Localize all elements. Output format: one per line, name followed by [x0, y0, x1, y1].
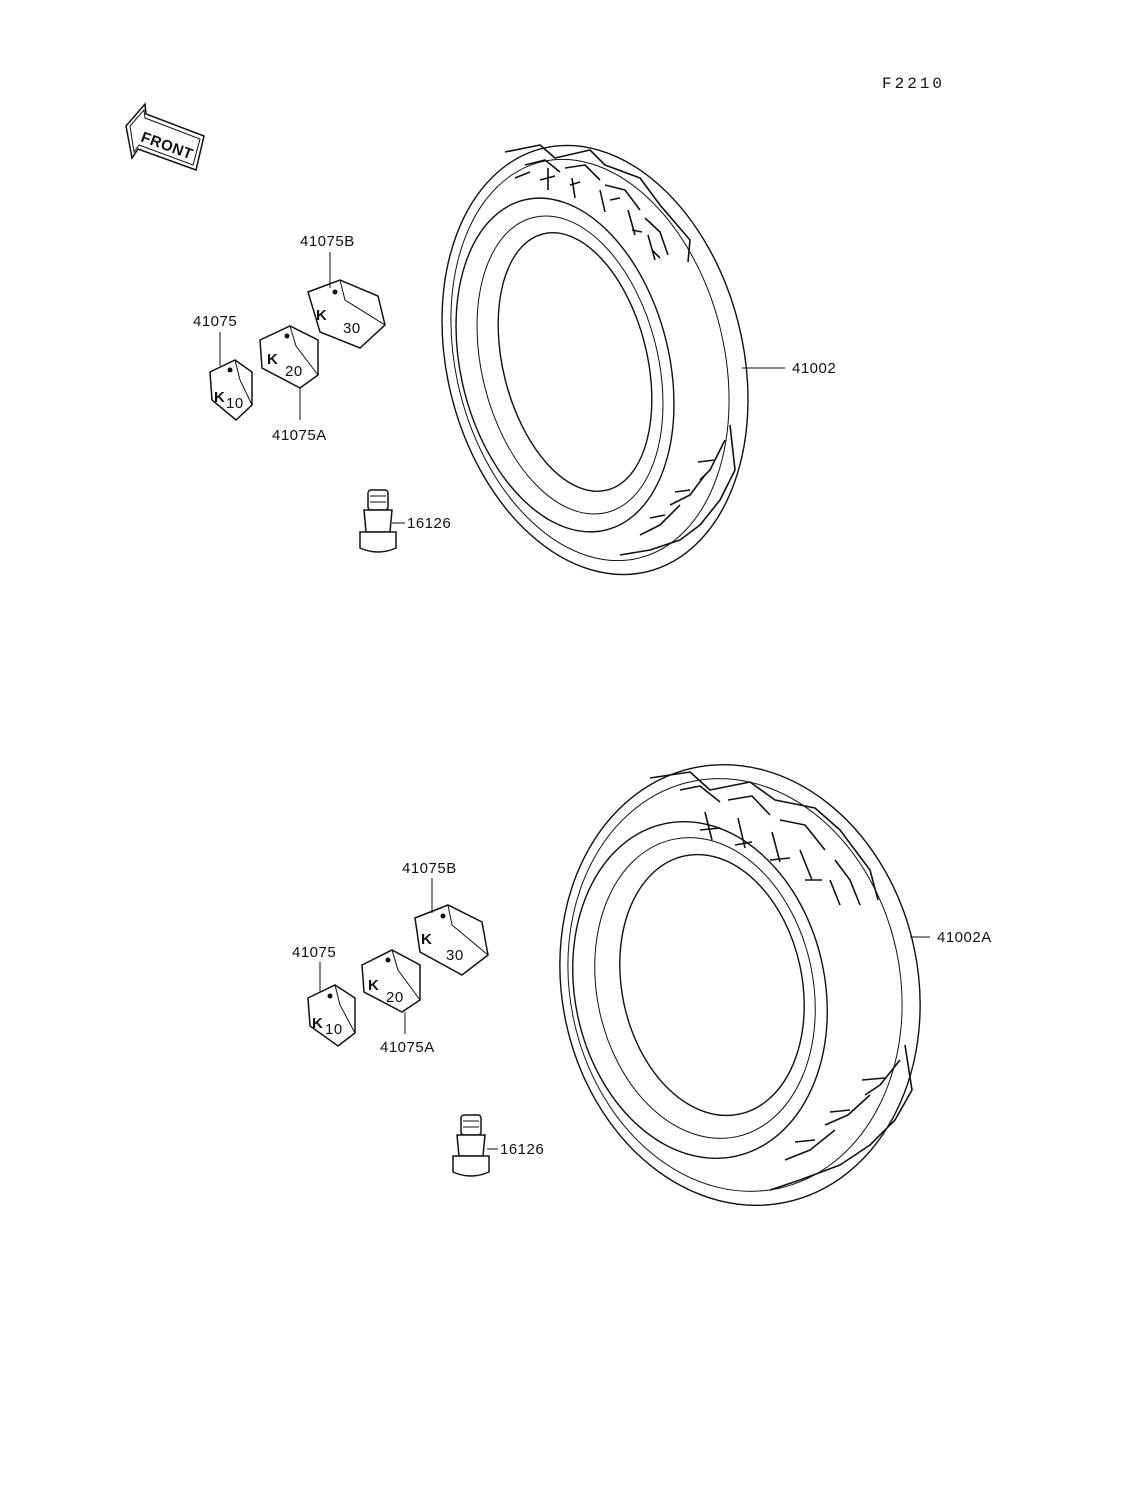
rear-weight-b-mark-letter: K — [421, 931, 432, 948]
front-weight-mark-letter: K — [214, 389, 225, 406]
front-tire — [441, 144, 749, 576]
front-weight-b-part: 41075B — [300, 233, 355, 250]
front-weight-b-mark-value: 30 — [343, 320, 361, 337]
front-weight-b-mark-letter: K — [316, 307, 327, 324]
rear-valve — [452, 1114, 490, 1177]
front-weight-a: K 20 — [259, 325, 319, 389]
rear-weight-a-mark-value: 20 — [386, 989, 404, 1006]
rear-weight-mark-value: 10 — [325, 1021, 343, 1038]
rear-weight-a: K 20 — [361, 949, 421, 1013]
rear-tire — [559, 764, 921, 1206]
rear-weight-mark-letter: K — [312, 1015, 323, 1032]
front-weight-part: 41075 — [193, 313, 237, 330]
rear-weight-b-mark-value: 30 — [446, 947, 464, 964]
front-weight-a-part: 41075A — [272, 427, 327, 444]
rear-weight-part: 41075 — [292, 944, 336, 961]
front-weight: K 10 — [209, 359, 253, 422]
front-weight-a-mark-letter: K — [267, 351, 278, 368]
rear-weight-a-part: 41075A — [380, 1039, 435, 1056]
front-arrow-icon: FRONT — [125, 102, 205, 171]
rear-weight: K 10 — [307, 984, 356, 1047]
rear-tire-part: 41002A — [937, 929, 992, 946]
front-tire-part: 41002 — [792, 360, 836, 377]
front-weight-b: K 30 — [307, 279, 386, 349]
front-valve — [359, 489, 397, 553]
rear-valve-part: 16126 — [500, 1141, 544, 1158]
front-weight-mark-value: 10 — [226, 395, 244, 412]
front-valve-part: 16126 — [407, 515, 451, 532]
rear-weight-b: K 30 — [414, 904, 489, 976]
diagram-code: F2210 — [882, 75, 945, 93]
front-weight-a-mark-value: 20 — [285, 363, 303, 380]
rear-weight-a-mark-letter: K — [368, 977, 379, 994]
rear-weight-b-part: 41075B — [402, 860, 457, 877]
